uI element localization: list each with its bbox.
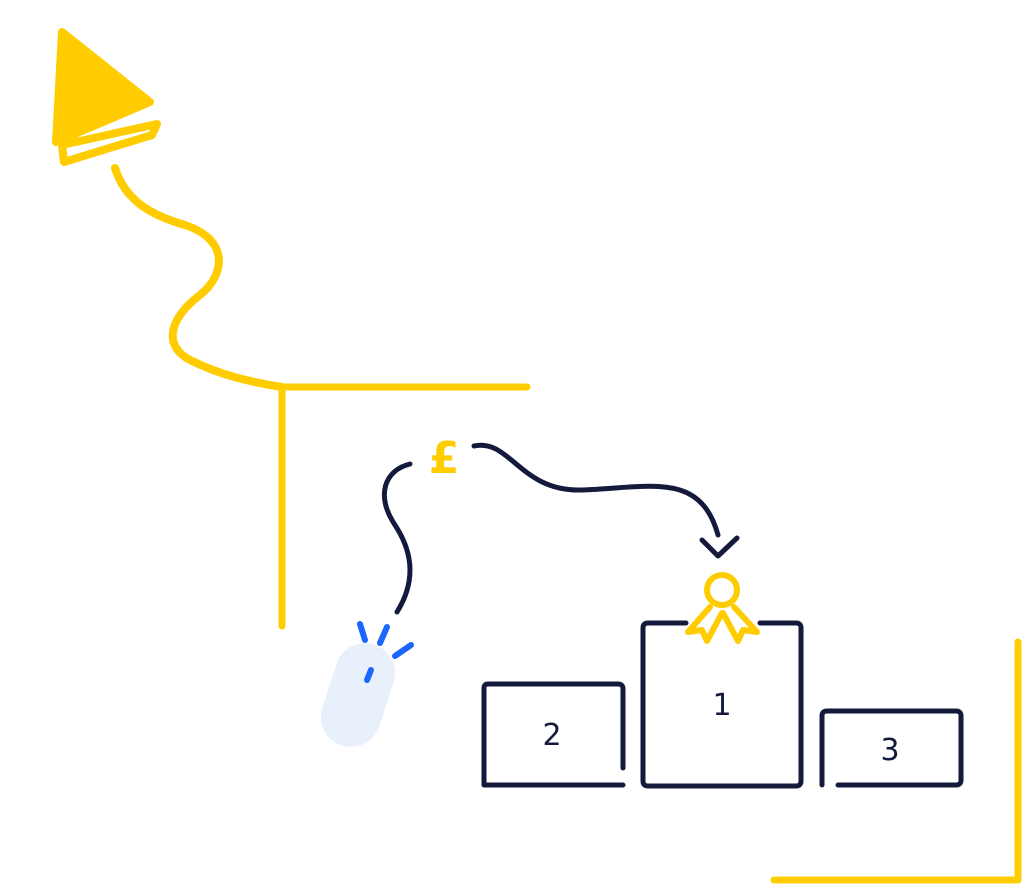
rosette-ribbon-right: [720, 604, 760, 644]
podium-second: 2: [481, 681, 626, 788]
journey-path: [111, 164, 286, 391]
podium-third: 3: [819, 708, 964, 788]
rosette-ribbon-left: [685, 604, 725, 644]
click-ray-middle: [377, 624, 390, 646]
computer-mouse-icon: [320, 621, 414, 747]
cursor-arrow-tail: [58, 120, 161, 166]
cursor-arrow-icon: [52, 28, 161, 166]
podium-first-block: [640, 620, 804, 789]
podium-first-label: 1: [712, 688, 731, 723]
mouse-to-currency-curve: [381, 461, 413, 615]
podium-second-label: 2: [542, 718, 561, 753]
podium-third-block: [819, 708, 964, 788]
click-ray-left: [357, 621, 368, 643]
podium-second-block: [481, 681, 626, 788]
bottom-right-corner-frame: [770, 638, 1022, 884]
mouse-scroll-wheel: [364, 667, 374, 683]
currency-symbol: £: [429, 433, 460, 484]
currency-to-podium-curve: [471, 442, 721, 538]
curve-arrowhead: [699, 535, 740, 559]
podium-third-label: 3: [880, 733, 899, 768]
podium-first: 1: [640, 620, 804, 789]
click-ray-right: [392, 642, 414, 659]
cursor-arrow-head: [52, 28, 154, 146]
mouse-body: [320, 643, 396, 747]
top-left-corner-frame: [278, 383, 531, 630]
rosette-medal: [704, 572, 740, 608]
award-rosette-icon: [685, 572, 760, 644]
